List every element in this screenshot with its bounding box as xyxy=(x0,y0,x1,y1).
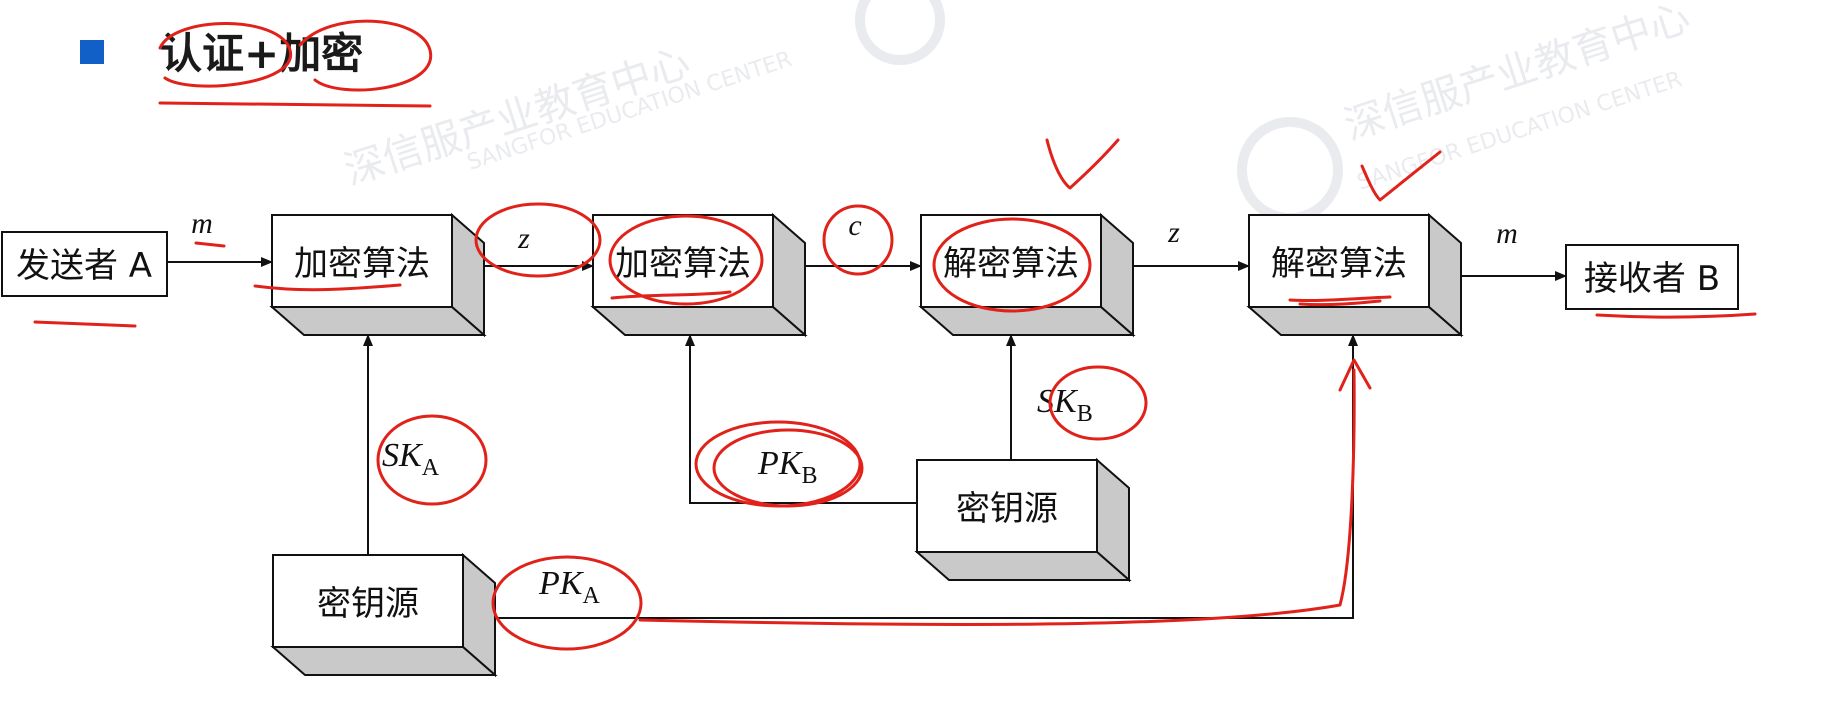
pen-annotations xyxy=(33,19,1757,651)
receiver-box xyxy=(1565,244,1739,310)
arrow-pk-b xyxy=(685,334,917,504)
decrypt-box-1-label: 解密算法 xyxy=(943,244,1079,284)
decrypt-box-2: 解密算法 xyxy=(1246,212,1464,338)
bullet-square xyxy=(80,40,104,64)
receiver-label: 接收者 B xyxy=(1584,259,1720,299)
keysource-box-a: 密钥源 xyxy=(270,552,498,678)
decrypt-box-2-label: 解密算法 xyxy=(1271,244,1407,284)
keysource-box-b-label: 密钥源 xyxy=(956,489,1058,529)
encrypt-box-2-label: 加密算法 xyxy=(615,244,751,284)
sender-box xyxy=(1,231,168,297)
key-label-sk-a: SKA xyxy=(382,437,440,481)
decrypt-box-1: 解密算法 xyxy=(918,212,1136,338)
edge-label-m-in: m xyxy=(191,207,213,240)
keysource-box-b: 密钥源 xyxy=(914,457,1132,583)
key-label-sk-b: SKB xyxy=(1037,383,1093,427)
watermark: 深信服产业教育中心 SANGFOR EDUCATION CENTER 深信服产业… xyxy=(339,0,1695,223)
key-label-pk-b: PKB xyxy=(757,445,817,489)
keysource-box-a-label: 密钥源 xyxy=(317,584,419,624)
watermark-logo xyxy=(1237,117,1343,223)
watermark-logo xyxy=(855,0,945,65)
encrypt-box-1-label: 加密算法 xyxy=(294,244,430,284)
slide-title: 认证+加密 xyxy=(160,29,363,78)
key-label-pk-a: PKA xyxy=(538,565,600,609)
edge-label-c: c xyxy=(848,209,861,242)
encrypt-box-1: 加密算法 xyxy=(269,212,487,338)
edge-label-z1: z xyxy=(517,222,530,255)
edge-label-m-out: m xyxy=(1496,217,1518,250)
sender-label: 发送者 A xyxy=(16,246,152,286)
edge-label-z2: z xyxy=(1167,216,1180,249)
encrypt-box-2: 加密算法 xyxy=(590,212,808,338)
